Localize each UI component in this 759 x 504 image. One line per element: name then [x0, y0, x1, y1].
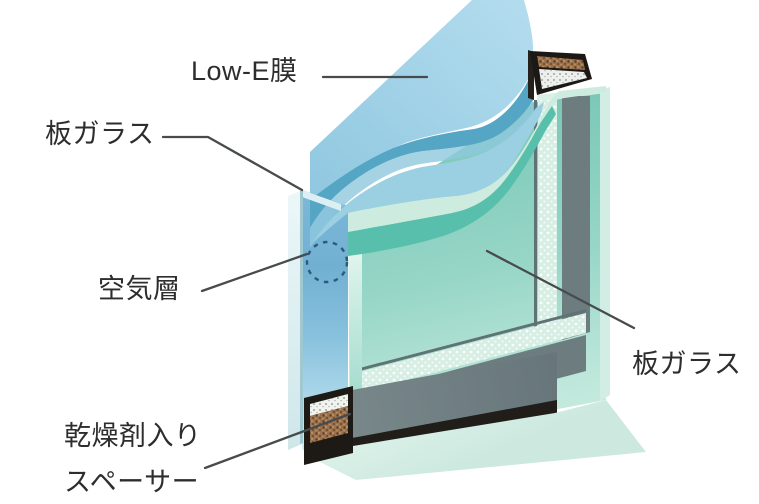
label-desiccant-spacer-line2: スペーサー	[64, 467, 200, 497]
label-glass-front: 板ガラス	[45, 119, 155, 149]
sheet-lower-light-blue	[310, 102, 544, 246]
right-inner-line	[534, 100, 537, 342]
right-spacer-bar	[562, 96, 590, 340]
label-air-layer: 空気層	[98, 274, 181, 304]
medium-green-wave-band	[348, 106, 556, 256]
leader-spacer	[203, 412, 352, 470]
top-spacer-cross-section	[528, 50, 592, 100]
label-desiccant-spacer: 乾燥剤入り スペーサー	[64, 413, 202, 504]
light-green-wave-band	[348, 86, 606, 232]
front-pane-edges	[288, 190, 341, 450]
medium-blue-wave-band	[310, 68, 533, 228]
perforation-dots	[539, 69, 587, 89]
air-layer-dashed-circle	[305, 240, 349, 284]
desiccant-granules	[310, 406, 348, 443]
rear-pane-right-edge	[600, 87, 610, 401]
front-glass-pane-strip	[302, 190, 348, 450]
low-e-wave-sheet	[310, 0, 544, 248]
label-desiccant-spacer-line1: 乾燥剤入り	[64, 421, 202, 451]
sheet-main-light-blue	[310, 0, 533, 212]
front-pane-top-sliver	[302, 190, 341, 211]
bottom-inner-line	[352, 309, 586, 373]
front-pane-left-edge	[288, 190, 302, 450]
unit-bottom-edge-face	[304, 400, 646, 480]
leader-glass-front	[161, 135, 304, 192]
leader-lines	[161, 75, 636, 470]
leader-air-layer	[200, 252, 309, 293]
green-wave-bands	[348, 86, 606, 256]
perforation-dots	[310, 394, 348, 416]
label-glass-rear: 板ガラス	[632, 349, 742, 379]
label-lowe-film: Low-E膜	[191, 56, 298, 86]
spacer-bar-face	[352, 352, 557, 452]
front-pane-left-edge-line	[300, 190, 303, 444]
right-dot-pattern	[538, 100, 557, 343]
bottom-dot-pattern	[352, 313, 586, 394]
desiccant-granules	[537, 56, 585, 70]
bottom-spacer-cross-section	[304, 386, 353, 465]
leader-glass-rear	[485, 249, 636, 330]
